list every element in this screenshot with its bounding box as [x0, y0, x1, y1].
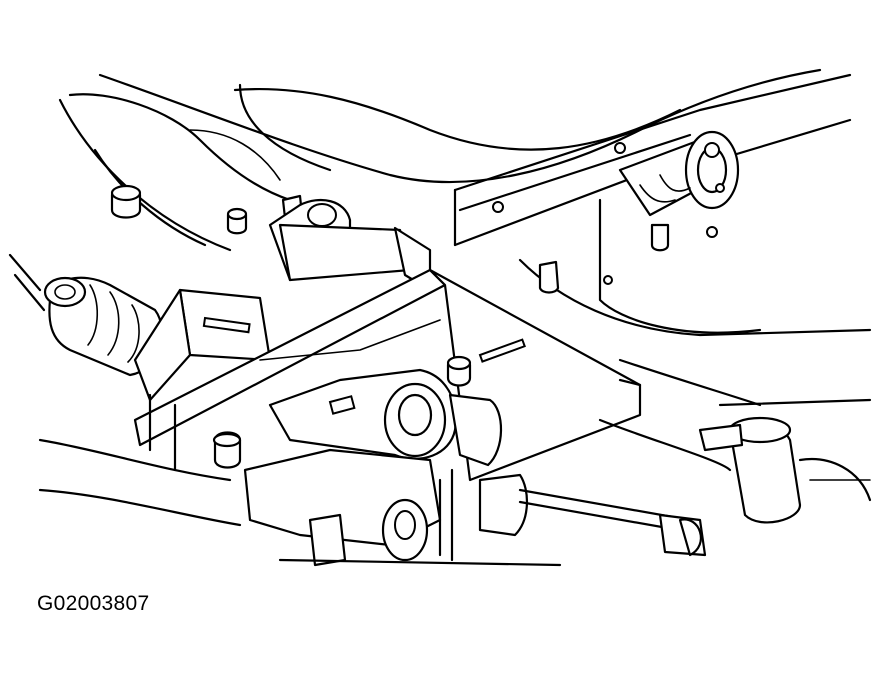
spring-hanger-bracket-illustration: [8, 68, 872, 567]
brake-cylinder: [698, 398, 872, 524]
tie-rod: [518, 488, 707, 557]
spring-bushing-left: [8, 253, 163, 377]
mounting-bolts: [110, 184, 304, 235]
figure-id-caption: G02003807: [37, 592, 150, 615]
shock-absorber-mount: [538, 130, 740, 294]
front-shackle-link: [268, 355, 503, 467]
lower-spring-hanger: [212, 431, 529, 567]
lower-body-outline: [38, 358, 762, 567]
